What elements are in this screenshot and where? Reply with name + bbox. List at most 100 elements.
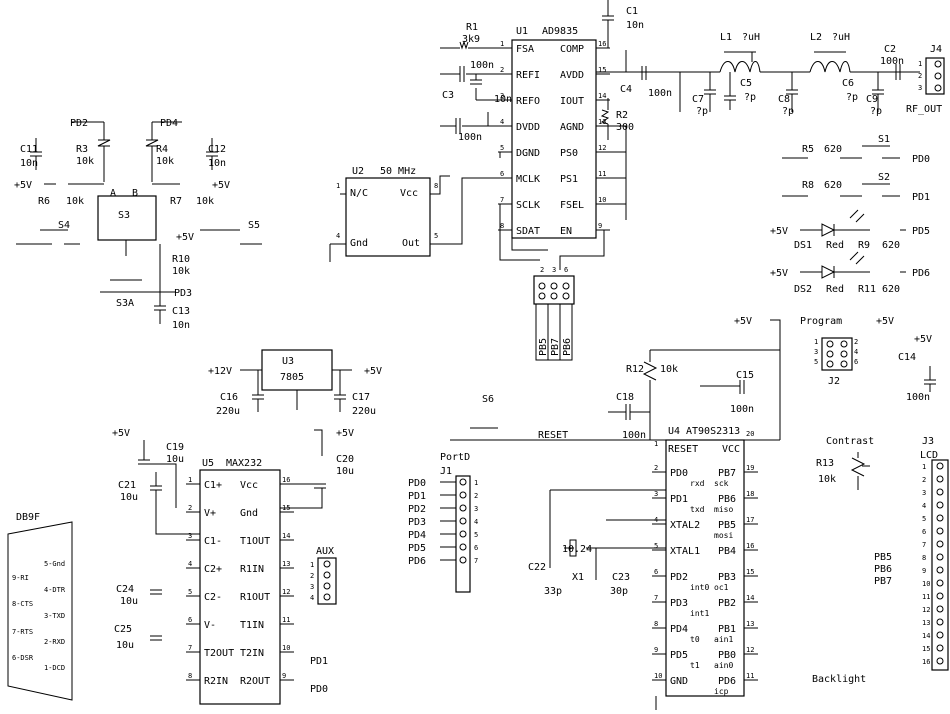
pin-name: PD1 bbox=[670, 494, 688, 505]
svg-text:?p: ?p bbox=[744, 92, 756, 103]
svg-text:PD5: PD5 bbox=[912, 226, 930, 237]
svg-text:C23: C23 bbox=[612, 572, 630, 583]
pin-num: 8 bbox=[188, 672, 192, 680]
pin-alt: int1 bbox=[690, 609, 709, 618]
db9-pin: 8-CTS bbox=[12, 600, 33, 608]
svg-text:PB6: PB6 bbox=[874, 564, 892, 575]
svg-text:2: 2 bbox=[540, 266, 544, 274]
svg-text:620: 620 bbox=[882, 240, 900, 251]
pin-num: 7 bbox=[188, 644, 192, 652]
svg-text:Contrast: Contrast bbox=[826, 436, 874, 447]
pin-num: 2 bbox=[500, 66, 504, 74]
j1-pin-num: 5 bbox=[474, 531, 478, 539]
svg-text:C22: C22 bbox=[528, 562, 546, 573]
pin-num: 6 bbox=[654, 568, 658, 576]
svg-text:S2: S2 bbox=[878, 172, 890, 183]
pin-name: R2OUT bbox=[240, 676, 270, 687]
svg-text:4: 4 bbox=[854, 348, 858, 356]
svg-text:C11: C11 bbox=[20, 144, 38, 155]
pin-num: 4 bbox=[188, 560, 192, 568]
svg-text:10k: 10k bbox=[818, 474, 836, 485]
svg-text:X1: X1 bbox=[572, 572, 584, 583]
j4-rf-connector[interactable]: J4 RF_OUT 1 2 3 bbox=[906, 44, 945, 115]
pin-num: 6 bbox=[188, 616, 192, 624]
db9-connector[interactable]: DB9F 5-Gnd4-DTR9-RI8-CTS3-TXD7-RTS2-RXD6… bbox=[7, 512, 73, 701]
pin-num: 1 bbox=[500, 40, 504, 48]
j1-pin-num: 2 bbox=[474, 492, 478, 500]
svg-text:3: 3 bbox=[552, 266, 556, 274]
svg-text:+5V: +5V bbox=[336, 428, 354, 439]
j1-pin-num: 7 bbox=[474, 557, 478, 565]
pin-num: 12 bbox=[746, 646, 754, 654]
svg-text:C25: C25 bbox=[114, 624, 132, 635]
pin-name: SCLK bbox=[516, 200, 540, 211]
j3-pin-num: 9 bbox=[922, 567, 926, 575]
j3-pin-num: 14 bbox=[922, 632, 930, 640]
pin-num: 2 bbox=[654, 464, 658, 472]
svg-text:4: 4 bbox=[336, 232, 340, 240]
pin-name: T2OUT bbox=[204, 648, 234, 659]
j1-net-label: PD6 bbox=[408, 556, 426, 567]
pin-name: GND bbox=[670, 676, 688, 687]
aux-pin-num: 1 bbox=[310, 561, 314, 569]
svg-text:10n: 10n bbox=[20, 158, 38, 169]
pin-name: XTAL2 bbox=[670, 520, 700, 531]
svg-text:C21: C21 bbox=[118, 480, 136, 491]
svg-text:B: B bbox=[132, 188, 138, 199]
svg-text:C4: C4 bbox=[620, 84, 632, 95]
pin-num: 1 bbox=[188, 476, 192, 484]
svg-text:?p: ?p bbox=[782, 106, 794, 117]
j3-pin-num: 12 bbox=[922, 606, 930, 614]
pin-name: R1IN bbox=[240, 564, 264, 575]
svg-text:C6: C6 bbox=[842, 78, 854, 89]
pin-num: 19 bbox=[746, 464, 754, 472]
j3-pin-num: 7 bbox=[922, 541, 926, 549]
svg-text:?uH: ?uH bbox=[832, 32, 850, 43]
svg-text:100n: 100n bbox=[470, 60, 494, 71]
svg-text:10u: 10u bbox=[336, 466, 354, 477]
svg-text:C16: C16 bbox=[220, 392, 238, 403]
pin-num: 10 bbox=[654, 672, 662, 680]
svg-text:N/C: N/C bbox=[350, 188, 368, 199]
svg-text:PD2: PD2 bbox=[70, 118, 88, 129]
svg-text:+5V: +5V bbox=[212, 180, 230, 191]
svg-text:10k: 10k bbox=[660, 364, 678, 375]
pin-num: 11 bbox=[746, 672, 754, 680]
svg-text:A: A bbox=[110, 188, 116, 199]
svg-text:10k: 10k bbox=[196, 196, 214, 207]
db9-pin: 5-Gnd bbox=[44, 560, 65, 568]
j2-program-header[interactable]: Program J2 1 3 5 2 4 6 bbox=[800, 316, 858, 387]
pin-alt: t1 bbox=[690, 661, 700, 670]
pin-name: PD2 bbox=[670, 572, 688, 583]
svg-text:6: 6 bbox=[564, 266, 568, 274]
svg-text:+5V: +5V bbox=[770, 268, 788, 279]
pin-name: FSEL bbox=[560, 200, 584, 211]
svg-text:?uH: ?uH bbox=[742, 32, 760, 43]
pin-num: 17 bbox=[746, 516, 754, 524]
u2-oscillator: U2 50 MHz 1 N/C 4 Gnd 8 Vcc 5 Out bbox=[329, 166, 512, 262]
svg-text:1: 1 bbox=[336, 182, 340, 190]
svg-text:J3: J3 bbox=[922, 436, 934, 447]
pin-name: PB0 bbox=[718, 650, 736, 661]
pb-header[interactable]: 2 3 6 PB5 PB7 PB6 bbox=[533, 266, 575, 361]
svg-text:R8: R8 bbox=[802, 180, 814, 191]
svg-text:1: 1 bbox=[918, 60, 922, 68]
pin-name: R1OUT bbox=[240, 592, 270, 603]
pin-num: 11 bbox=[282, 616, 290, 624]
pin-num: 14 bbox=[282, 532, 290, 540]
pin-alt: txd bbox=[690, 505, 705, 514]
pin-num: 10 bbox=[598, 196, 606, 204]
svg-text:+5V: +5V bbox=[914, 334, 932, 345]
svg-text:+5V: +5V bbox=[176, 232, 194, 243]
svg-text:S5: S5 bbox=[248, 220, 260, 231]
svg-text:PB5: PB5 bbox=[874, 552, 892, 563]
pin-num: 5 bbox=[500, 144, 504, 152]
